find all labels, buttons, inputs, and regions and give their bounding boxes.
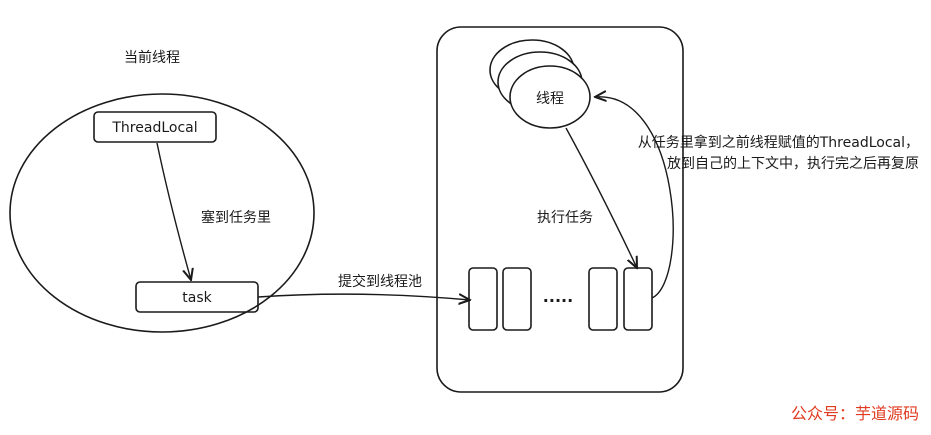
queue-slot-3 <box>588 267 618 331</box>
watermark-text: 公众号：芋道源码 <box>791 404 919 423</box>
put-into-task-label: 塞到任务里 <box>201 209 271 226</box>
current-thread-label: 当前线程 <box>124 49 180 66</box>
task-label: task <box>182 290 212 306</box>
threadlocal-box <box>93 111 217 143</box>
note-line-1: 从任务里拿到之前线程赋值的ThreadLocal， <box>638 134 919 151</box>
thread-label: 线程 <box>536 91 564 107</box>
restore-arrow <box>595 97 674 299</box>
submit-to-pool-label: 提交到线程池 <box>338 273 422 290</box>
execute-task-label: 执行任务 <box>537 210 593 226</box>
threadlocal-label: ThreadLocal <box>111 120 197 136</box>
note-line-2: 放到自己的上下文中，执行完之后再复原 <box>667 155 919 172</box>
queue-ellipsis: ····· <box>543 291 573 310</box>
thread-pool-container <box>436 26 684 393</box>
thread-shape-front <box>509 65 591 129</box>
execute-task-arrow <box>565 127 637 268</box>
threadlocal-to-task-arrow <box>156 142 191 280</box>
queue-slot-2 <box>502 267 532 331</box>
queue-slot-4 <box>623 267 653 331</box>
queue-slot-1 <box>468 267 498 331</box>
submit-arrow <box>257 294 470 300</box>
current-thread-ellipse <box>9 93 315 333</box>
